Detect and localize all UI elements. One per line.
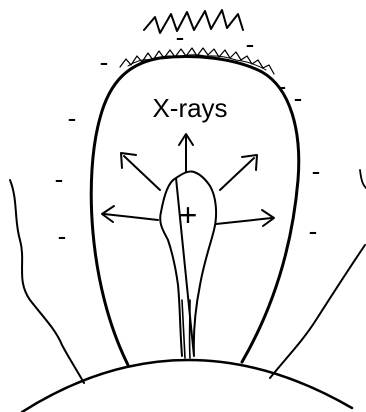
charge-mark: - xyxy=(100,47,109,77)
charge-mark: - xyxy=(68,103,77,133)
charge-mark: - xyxy=(55,164,64,194)
xray-arrow-upper-right xyxy=(220,158,254,190)
charge-mark: - xyxy=(246,29,255,59)
charge-mark: - xyxy=(176,22,185,52)
core-plus-sign: + xyxy=(179,197,198,233)
field-line-right-tip xyxy=(360,170,366,188)
charge-mark: - xyxy=(58,221,67,251)
xrays-label: X-rays xyxy=(152,93,227,123)
xray-arrow-right xyxy=(216,218,272,224)
surface-arc xyxy=(22,360,352,412)
charge-mark: - xyxy=(294,83,303,113)
charge-mark: - xyxy=(309,216,318,246)
xray-arrow-left xyxy=(104,214,158,220)
xray-arrow-upper-left xyxy=(124,156,160,190)
charge-mark: - xyxy=(312,156,321,186)
zigzag-emission xyxy=(144,10,243,33)
field-line-left xyxy=(10,180,84,383)
charge-mark: - xyxy=(278,71,287,101)
